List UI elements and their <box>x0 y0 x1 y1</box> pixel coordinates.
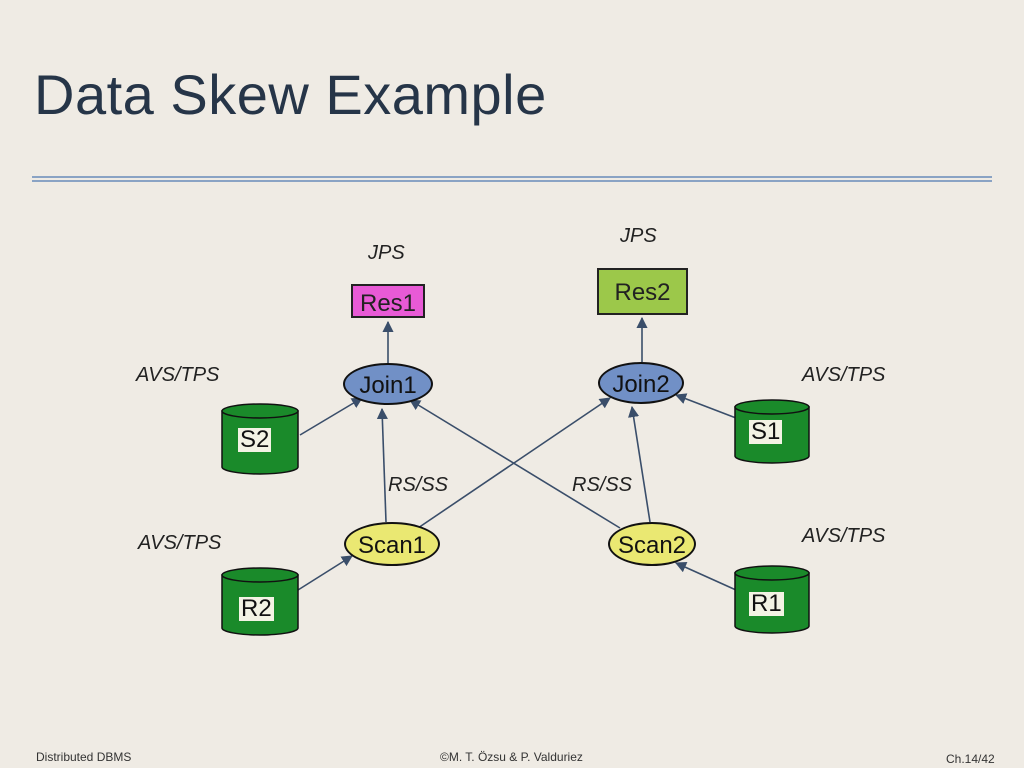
edge-scan1-to-join1 <box>376 407 388 523</box>
scan-node-scan2: Scan2 <box>608 522 696 566</box>
annotation-jps-right: JPS <box>620 225 657 247</box>
edge-s2-to-join1 <box>299 397 363 436</box>
footer-page-number: Ch.14/42 <box>946 752 995 766</box>
relation-label-r1: R1 <box>749 590 784 617</box>
slide-title: Data Skew Example <box>34 63 547 126</box>
annotation-avs-tps-s1: AVS/TPS <box>802 364 886 386</box>
edge-r1-to-scan2 <box>674 562 737 591</box>
join-node-join2: Join2 <box>598 362 684 404</box>
footer-course: Distributed DBMS <box>36 750 132 764</box>
annotation-avs-tps-s2: AVS/TPS <box>136 364 220 386</box>
edge-scan2-to-join2 <box>628 405 651 523</box>
footer-copyright: ©M. T. Özsu & P. Valduriez <box>440 750 583 764</box>
scan-node-scan1: Scan1 <box>344 522 440 566</box>
relation-label-s2: S2 <box>238 426 272 453</box>
edge-r2-to-scan1 <box>297 555 353 591</box>
edge-s1-to-join2 <box>674 393 737 419</box>
join-node-join1: Join1 <box>343 363 433 405</box>
annotation-jps-left: JPS <box>368 242 405 264</box>
relation-label-s1: S1 <box>749 418 783 445</box>
result-res1: Res1 <box>351 284 425 318</box>
title-divider-bottom <box>32 180 992 182</box>
annotation-avs-tps-r2: AVS/TPS <box>138 532 222 554</box>
relation-label-r2: R2 <box>239 595 274 622</box>
title-divider-top <box>32 176 992 178</box>
annotation-avs-tps-r1: AVS/TPS <box>802 525 886 547</box>
result-res2: Res2 <box>597 268 688 315</box>
annotation-rs-ss-right: RS/SS <box>572 474 633 496</box>
edge-scan2-to-join1 <box>409 399 621 529</box>
annotation-rs-ss-left: RS/SS <box>388 474 449 496</box>
